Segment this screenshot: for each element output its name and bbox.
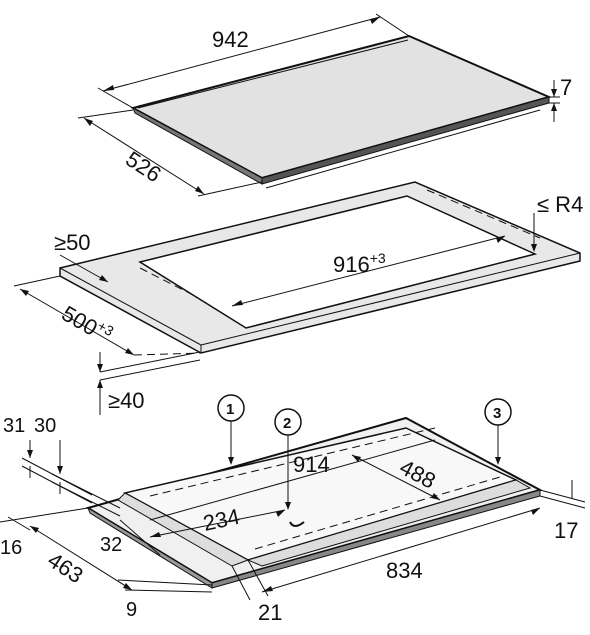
dim-9: 9 [117, 579, 213, 621]
dim-cutout-width: 916+3 [231, 235, 506, 307]
dim-9-label: 9 [126, 599, 137, 621]
dim-30-label: 30 [34, 415, 56, 437]
dim-914: 914 [149, 439, 436, 521]
dim-17: 17 [539, 480, 586, 543]
dim-17-label: 17 [554, 518, 578, 543]
hob-plate [130, 34, 552, 189]
dim-834-label: 834 [386, 558, 423, 583]
dim-834: 834 [261, 507, 541, 593]
dim-21-label: 21 [258, 600, 282, 625]
dim-31-label: 31 [3, 415, 25, 437]
dim-hob-thickness: 7 [549, 75, 572, 122]
dim-21: 21 [231, 559, 282, 625]
dim-16-label: 16 [0, 537, 22, 559]
dim-463-label: 463 [43, 547, 87, 588]
dim-corner-radius: ≤ R4 [531, 192, 583, 252]
dim-r4-label: ≤ R4 [537, 192, 583, 217]
callout-1: 1 [217, 394, 245, 465]
dim-914-label: 914 [293, 452, 330, 477]
dim-500-label: 500+3 [58, 299, 117, 349]
callout-2: 2 [274, 408, 302, 510]
dim-916-label: 916+3 [333, 250, 386, 277]
dim-16: 16 [0, 507, 89, 559]
callout-3: 3 [484, 398, 512, 465]
dim-32: 32 [100, 519, 161, 556]
callout-1-label: 1 [226, 401, 234, 418]
dim-40-label: ≥40 [108, 388, 145, 413]
dim-worktop-thickness: ≥40 [97, 351, 201, 415]
dim-31-30: 31 30 [3, 415, 121, 517]
dim-50-label: ≥50 [54, 230, 91, 255]
dim-942-label: 942 [212, 27, 249, 52]
worktop-cutout [59, 181, 581, 354]
dim-32-label: 32 [100, 534, 122, 556]
dim-edge-distance: ≥50 [54, 230, 109, 283]
hob-underside [85, 416, 543, 589]
dim-hob-width: 942 [97, 13, 410, 109]
callout-2-label: 2 [283, 415, 291, 432]
callout-3-label: 3 [493, 405, 501, 422]
dim-7-label: 7 [560, 75, 572, 100]
dim-526-label: 526 [121, 146, 165, 187]
